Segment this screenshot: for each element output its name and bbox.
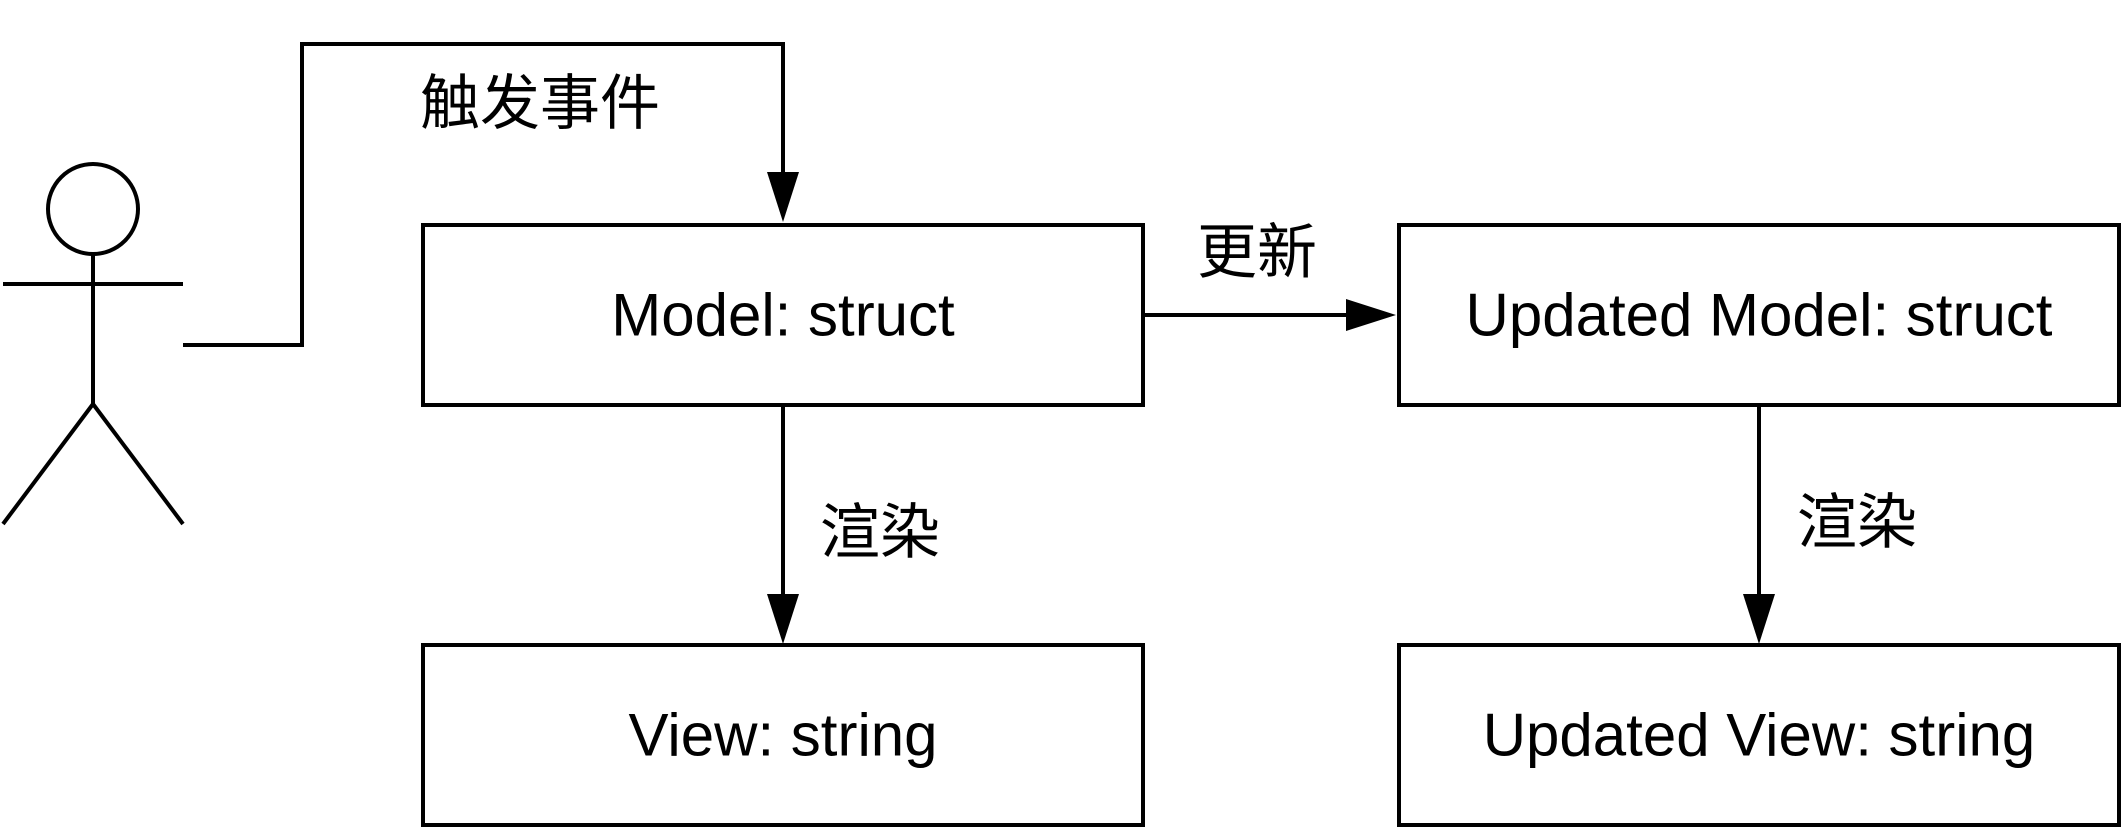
node-model: Model: struct — [421, 223, 1145, 407]
arrowhead-icon — [767, 172, 799, 222]
node-label-updated-model: Updated Model: struct — [1466, 282, 2053, 349]
edge-trigger-event: 触发事件 — [183, 42, 799, 347]
arrowhead-icon — [1346, 299, 1396, 331]
node-view: View: string — [421, 643, 1145, 827]
edge-render-updated: 渲染 — [1743, 405, 1917, 644]
node-updated-model: Updated Model: struct — [1397, 223, 2121, 407]
edge-label-trigger-event: 触发事件 — [420, 69, 660, 139]
node-label-model: Model: struct — [611, 282, 955, 349]
edge-label-render-updated: 渲染 — [1797, 488, 1917, 558]
node-label-updated-view: Updated View: string — [1483, 702, 2036, 769]
arrowhead-icon — [1743, 594, 1775, 644]
edge-render-model: 渲染 — [767, 405, 940, 644]
edge-update: 更新 — [1144, 218, 1396, 331]
edge-label-render-model: 渲染 — [820, 498, 940, 568]
edge-label-update: 更新 — [1197, 218, 1317, 288]
node-label-view: View: string — [628, 702, 937, 769]
node-updated-view: Updated View: string — [1397, 643, 2121, 827]
user-actor-icon — [1, 162, 185, 526]
arrowhead-icon — [767, 594, 799, 644]
